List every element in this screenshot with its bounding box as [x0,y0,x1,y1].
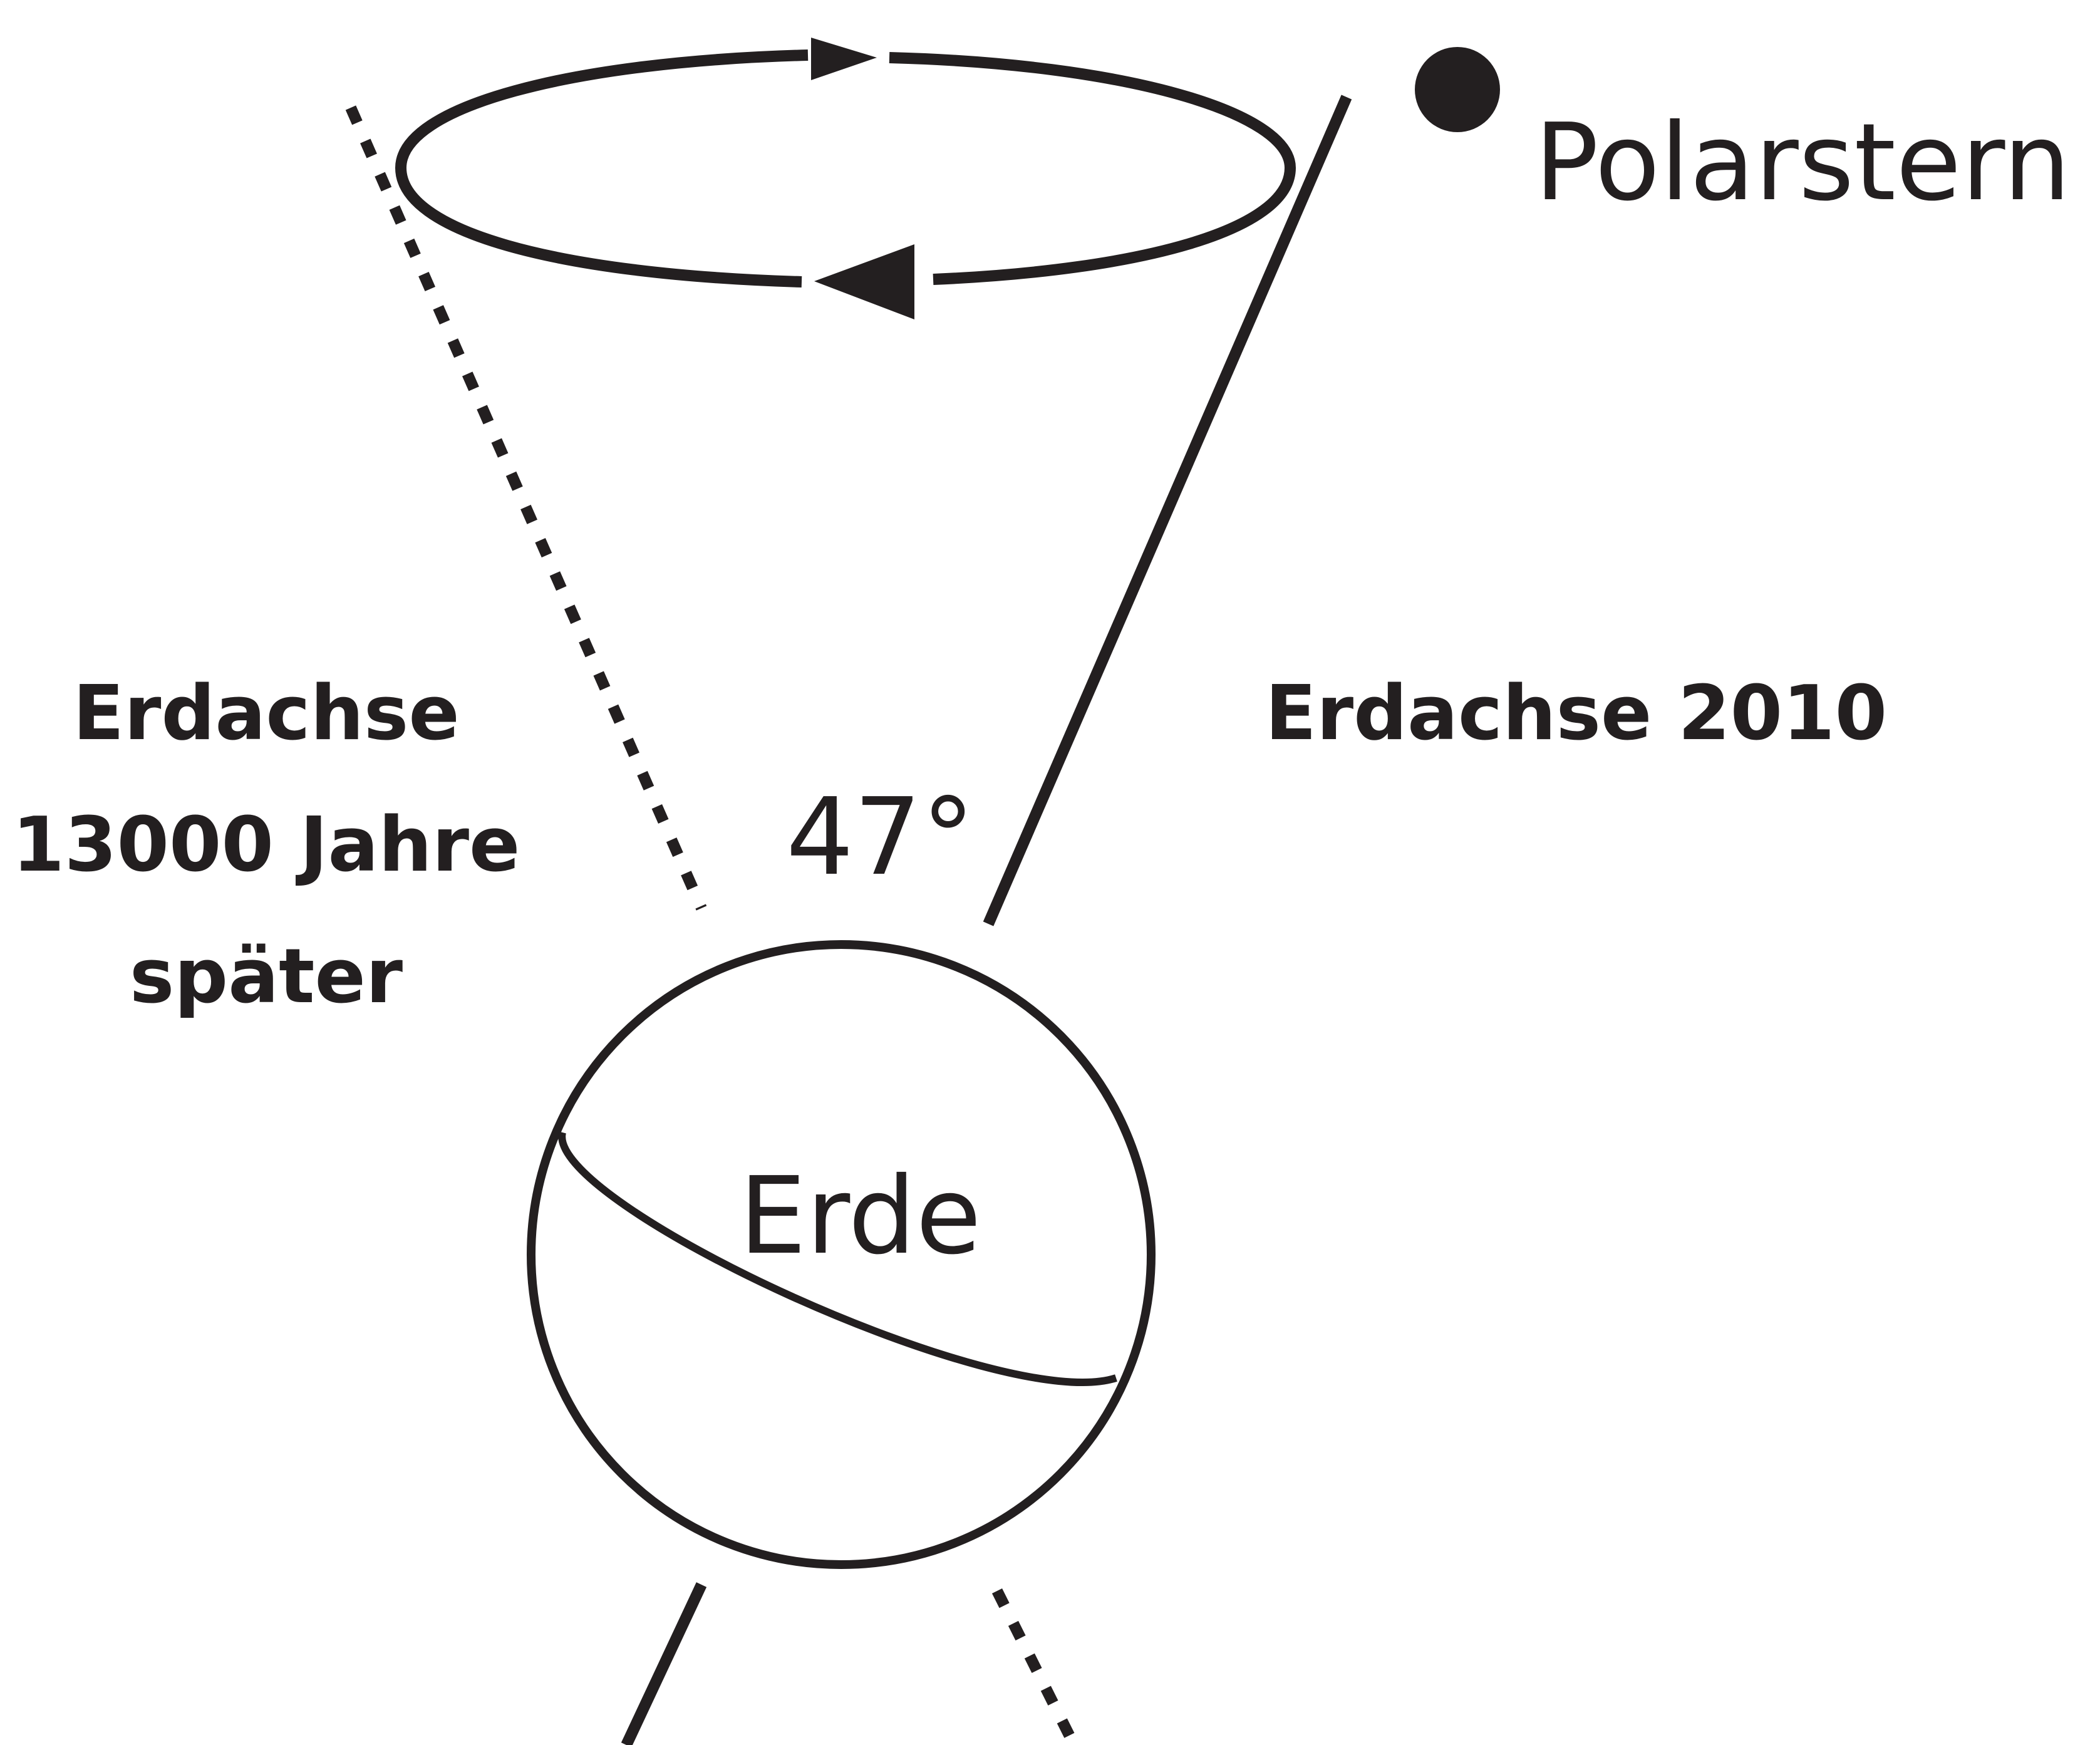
earth-equator-ellipse [558,1131,1117,1386]
polaris-star-icon [1415,47,1500,132]
earth-label: Erde [739,1154,981,1278]
orbit-arrow-left-icon [814,244,914,319]
axis-future-lower [991,1588,1080,1745]
axis-2010-lower [621,1582,707,1745]
axis-2010-label: Erdachse 2010 [1265,670,1887,757]
polarstern-label: Polarstern [1534,101,2071,225]
orbit-lower-arc [889,52,1296,285]
orbit-upper-arc [395,49,809,287]
axis-future-label-line3: später [130,933,403,1020]
earth-circle [527,940,1156,1569]
precession-orbit [395,38,1296,319]
axis-future-label-line2: 13000 Jahre [13,802,520,889]
axis-future-label-line1: Erdachse [73,670,459,757]
earth-globe [527,940,1156,1569]
axis-2010-upper [983,95,1352,926]
axis-future-upper [345,105,707,911]
angle-label: 47° [786,775,975,899]
orbit-arrow-right-icon [811,38,877,80]
